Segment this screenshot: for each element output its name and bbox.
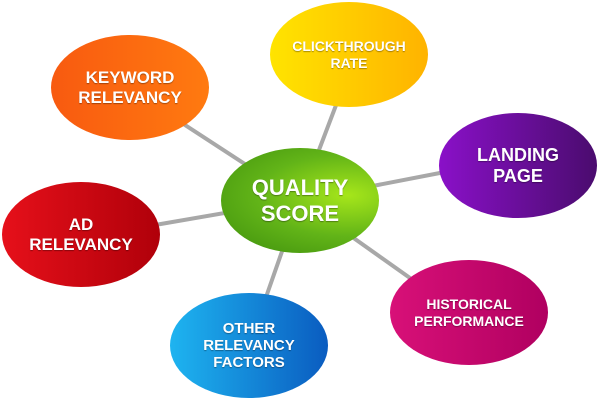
node-clickthrough-rate: CLICKTHROUGH RATE [270,2,428,107]
node-landing-page: LANDING PAGE [439,113,597,218]
node-historical-performance: HISTORICAL PERFORMANCE [390,260,548,365]
node-quality-score: QUALITY SCORE [221,148,379,253]
node-other-relevancy-factors: OTHER RELEVANCY FACTORS [170,293,328,398]
node-keyword-relevancy: KEYWORD RELEVANCY [51,35,209,140]
node-ad-relevancy: AD RELEVANCY [2,182,160,287]
